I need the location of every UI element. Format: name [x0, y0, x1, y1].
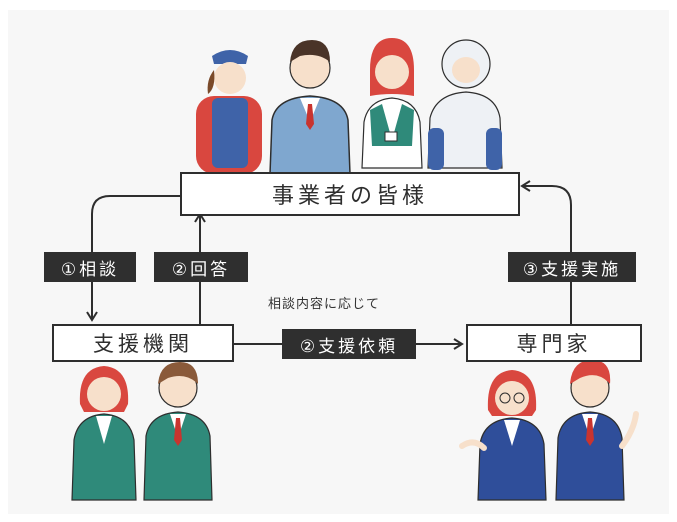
- expert-box: 専門家: [466, 324, 642, 362]
- support-staff-man-figure: [143, 362, 213, 501]
- support-org-box: 支援機関: [52, 324, 234, 362]
- according-to-consultation-note: 相談内容に応じて: [268, 297, 381, 312]
- experts-illustration: [459, 360, 639, 501]
- expert-man-figure: [555, 360, 639, 501]
- answer-label: ②回答: [154, 252, 248, 282]
- clerk-figure: [196, 50, 262, 174]
- support-execute-label: ③支援実施: [508, 252, 636, 282]
- support-execute-arrow: [520, 180, 572, 326]
- support-request-label: ②支援依頼: [282, 329, 416, 359]
- business-owners-illustration: [196, 38, 503, 175]
- expert-woman-figure: [459, 370, 547, 501]
- businessman-figure: [269, 40, 351, 175]
- staff-figure: [361, 38, 423, 169]
- support-staff-woman-figure: [71, 366, 137, 501]
- consult-arrow: [86, 195, 180, 322]
- support-org-staff-illustration: [71, 362, 213, 501]
- business-owners-box: 事業者の皆様: [180, 172, 520, 216]
- consult-label: ①相談: [44, 252, 136, 282]
- factory-worker-figure: [427, 39, 503, 170]
